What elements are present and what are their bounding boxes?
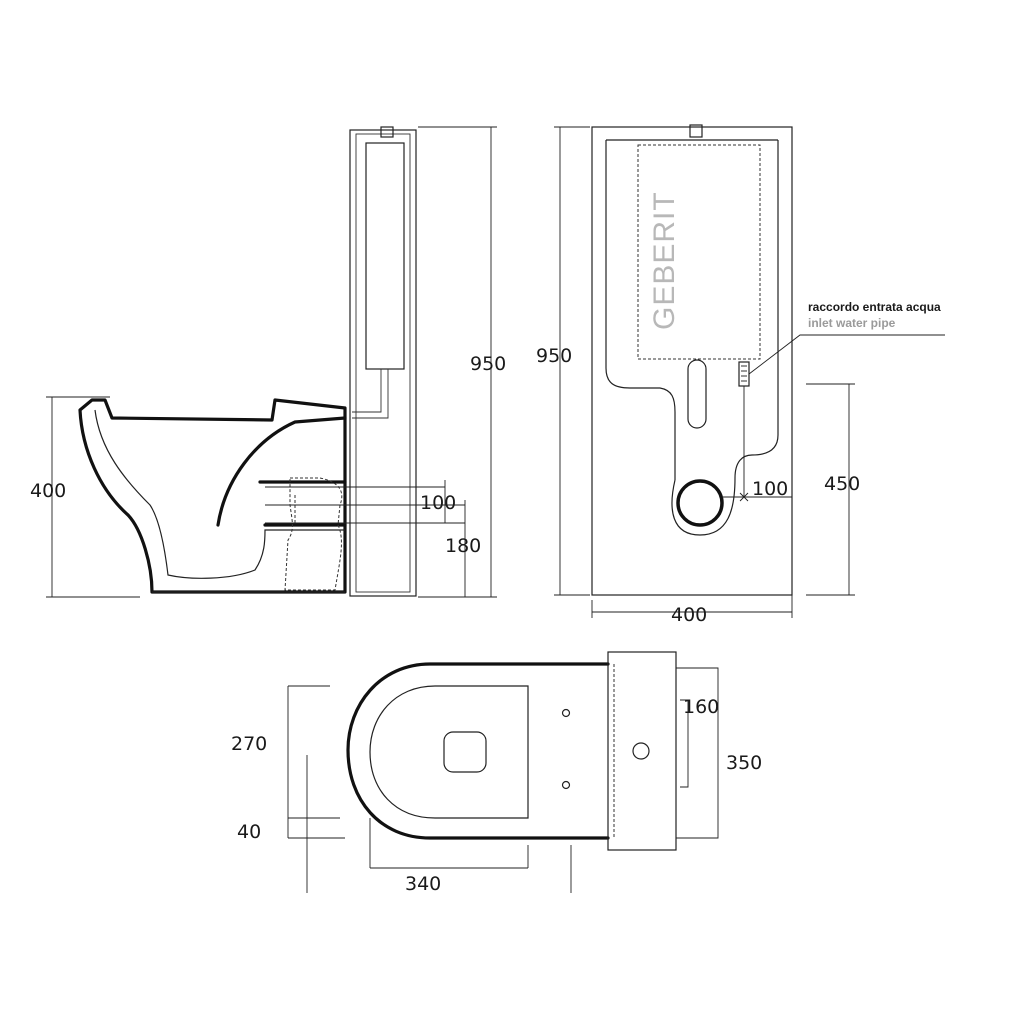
side-tank-column [349,129,417,597]
side-flush-button [380,126,394,138]
front-dim-100-label: 100 [752,478,788,500]
front-slot [687,359,707,429]
front-flush-button [689,124,703,138]
side-dim-950-label: 950 [470,353,506,375]
side-view: 400 950 100 180 [30,126,506,598]
front-cistern-dashed [637,144,761,360]
side-dim-400-line [46,396,140,598]
front-inlet-leader [748,334,945,375]
top-dim-160-label: 160 [683,696,719,718]
side-dim-180-label: 180 [445,535,481,557]
top-dim-350-line [676,667,719,839]
top-dim-40-label: 40 [237,821,261,843]
side-supply-pipe-2 [352,369,389,419]
side-bowl-trap [94,409,345,579]
front-dim-450-label: 450 [824,473,860,495]
side-dim-400-label: 400 [30,480,66,502]
side-tank-inner [355,133,411,593]
side-dim-100-label: 100 [420,492,456,514]
top-bowl-opening [443,731,487,773]
side-dim-100-180-lines [265,480,470,598]
front-outlet-circle [676,479,724,527]
side-cistern [365,142,405,370]
top-dim-350-label: 350 [726,752,762,774]
top-dim-270-40-line [287,685,345,839]
side-bowl-rim [216,416,347,527]
top-tank-hole [632,742,650,760]
front-inlet-label-en: inlet water pipe [808,316,896,330]
top-dim-270-label: 270 [231,733,267,755]
top-tank-outline [607,651,677,851]
top-dim-340-line [369,818,529,869]
front-view: GEBERIT raccordo entrata acqua inlet wat… [536,124,945,626]
front-inner-right [734,140,779,479]
side-bowl-outline [78,398,347,594]
top-bowl-outline [346,662,610,840]
front-dim-400-line [591,400,793,618]
front-brand-text: GEBERIT [648,191,681,330]
top-seat-hole-1 [561,708,571,718]
front-inner-left [605,140,676,480]
side-supply-pipe [352,369,382,413]
top-seat-hole-2 [561,780,571,790]
front-panel [591,126,793,596]
front-inlet-label-it: raccordo entrata acqua [808,300,941,314]
front-dim-450-line [806,383,855,596]
side-drain-dashed [284,477,343,591]
front-inlet-thread [741,365,747,382]
front-inner-bottom [671,477,736,536]
top-seat-outline [369,685,529,819]
top-view: 270 40 340 160 350 [231,651,762,895]
top-dim-160-line [680,699,689,788]
front-dim-950-line [554,126,590,596]
front-dim-400-label: 400 [671,604,707,626]
front-dim-950-label: 950 [536,345,572,367]
top-dim-340-label: 340 [405,873,441,895]
front-outlet-axis [739,386,749,502]
